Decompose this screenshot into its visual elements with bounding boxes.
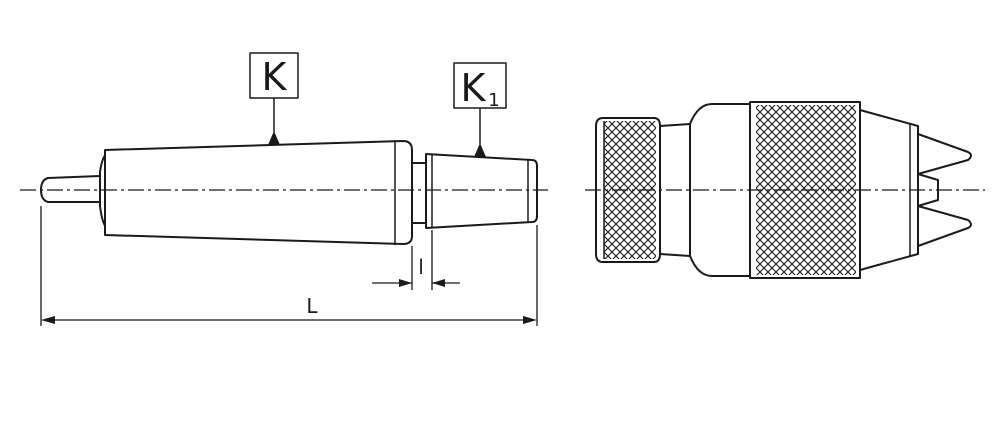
label-box-k (249, 52, 299, 99)
dim-l-arrow-left (399, 279, 412, 287)
arbor-secondary-taper (425, 153, 538, 229)
dim-l-arrow-right (432, 279, 445, 287)
dim-label-L: L (306, 294, 318, 318)
label-k1-subscript: 1 (488, 90, 499, 111)
chuck-jaw-middle (917, 173, 939, 207)
chuck-jaw-bottom (917, 205, 972, 247)
label-k1: K (461, 66, 487, 110)
dim-L-arrow-left (41, 316, 55, 324)
label-k: K (262, 55, 288, 99)
arbor (40, 140, 538, 245)
arbor-neck (411, 162, 427, 224)
dim-L-arrow-right (523, 316, 537, 324)
dim-label-l: l (418, 255, 424, 279)
label-box-k1 (453, 62, 507, 109)
chuck-jaw-top (917, 133, 972, 175)
taper-k1-marker (474, 143, 486, 157)
arbor-tang (40, 175, 101, 203)
taper-k-marker (268, 131, 280, 145)
dimension-lines (40, 206, 538, 326)
arbor-taper-body (104, 140, 413, 245)
